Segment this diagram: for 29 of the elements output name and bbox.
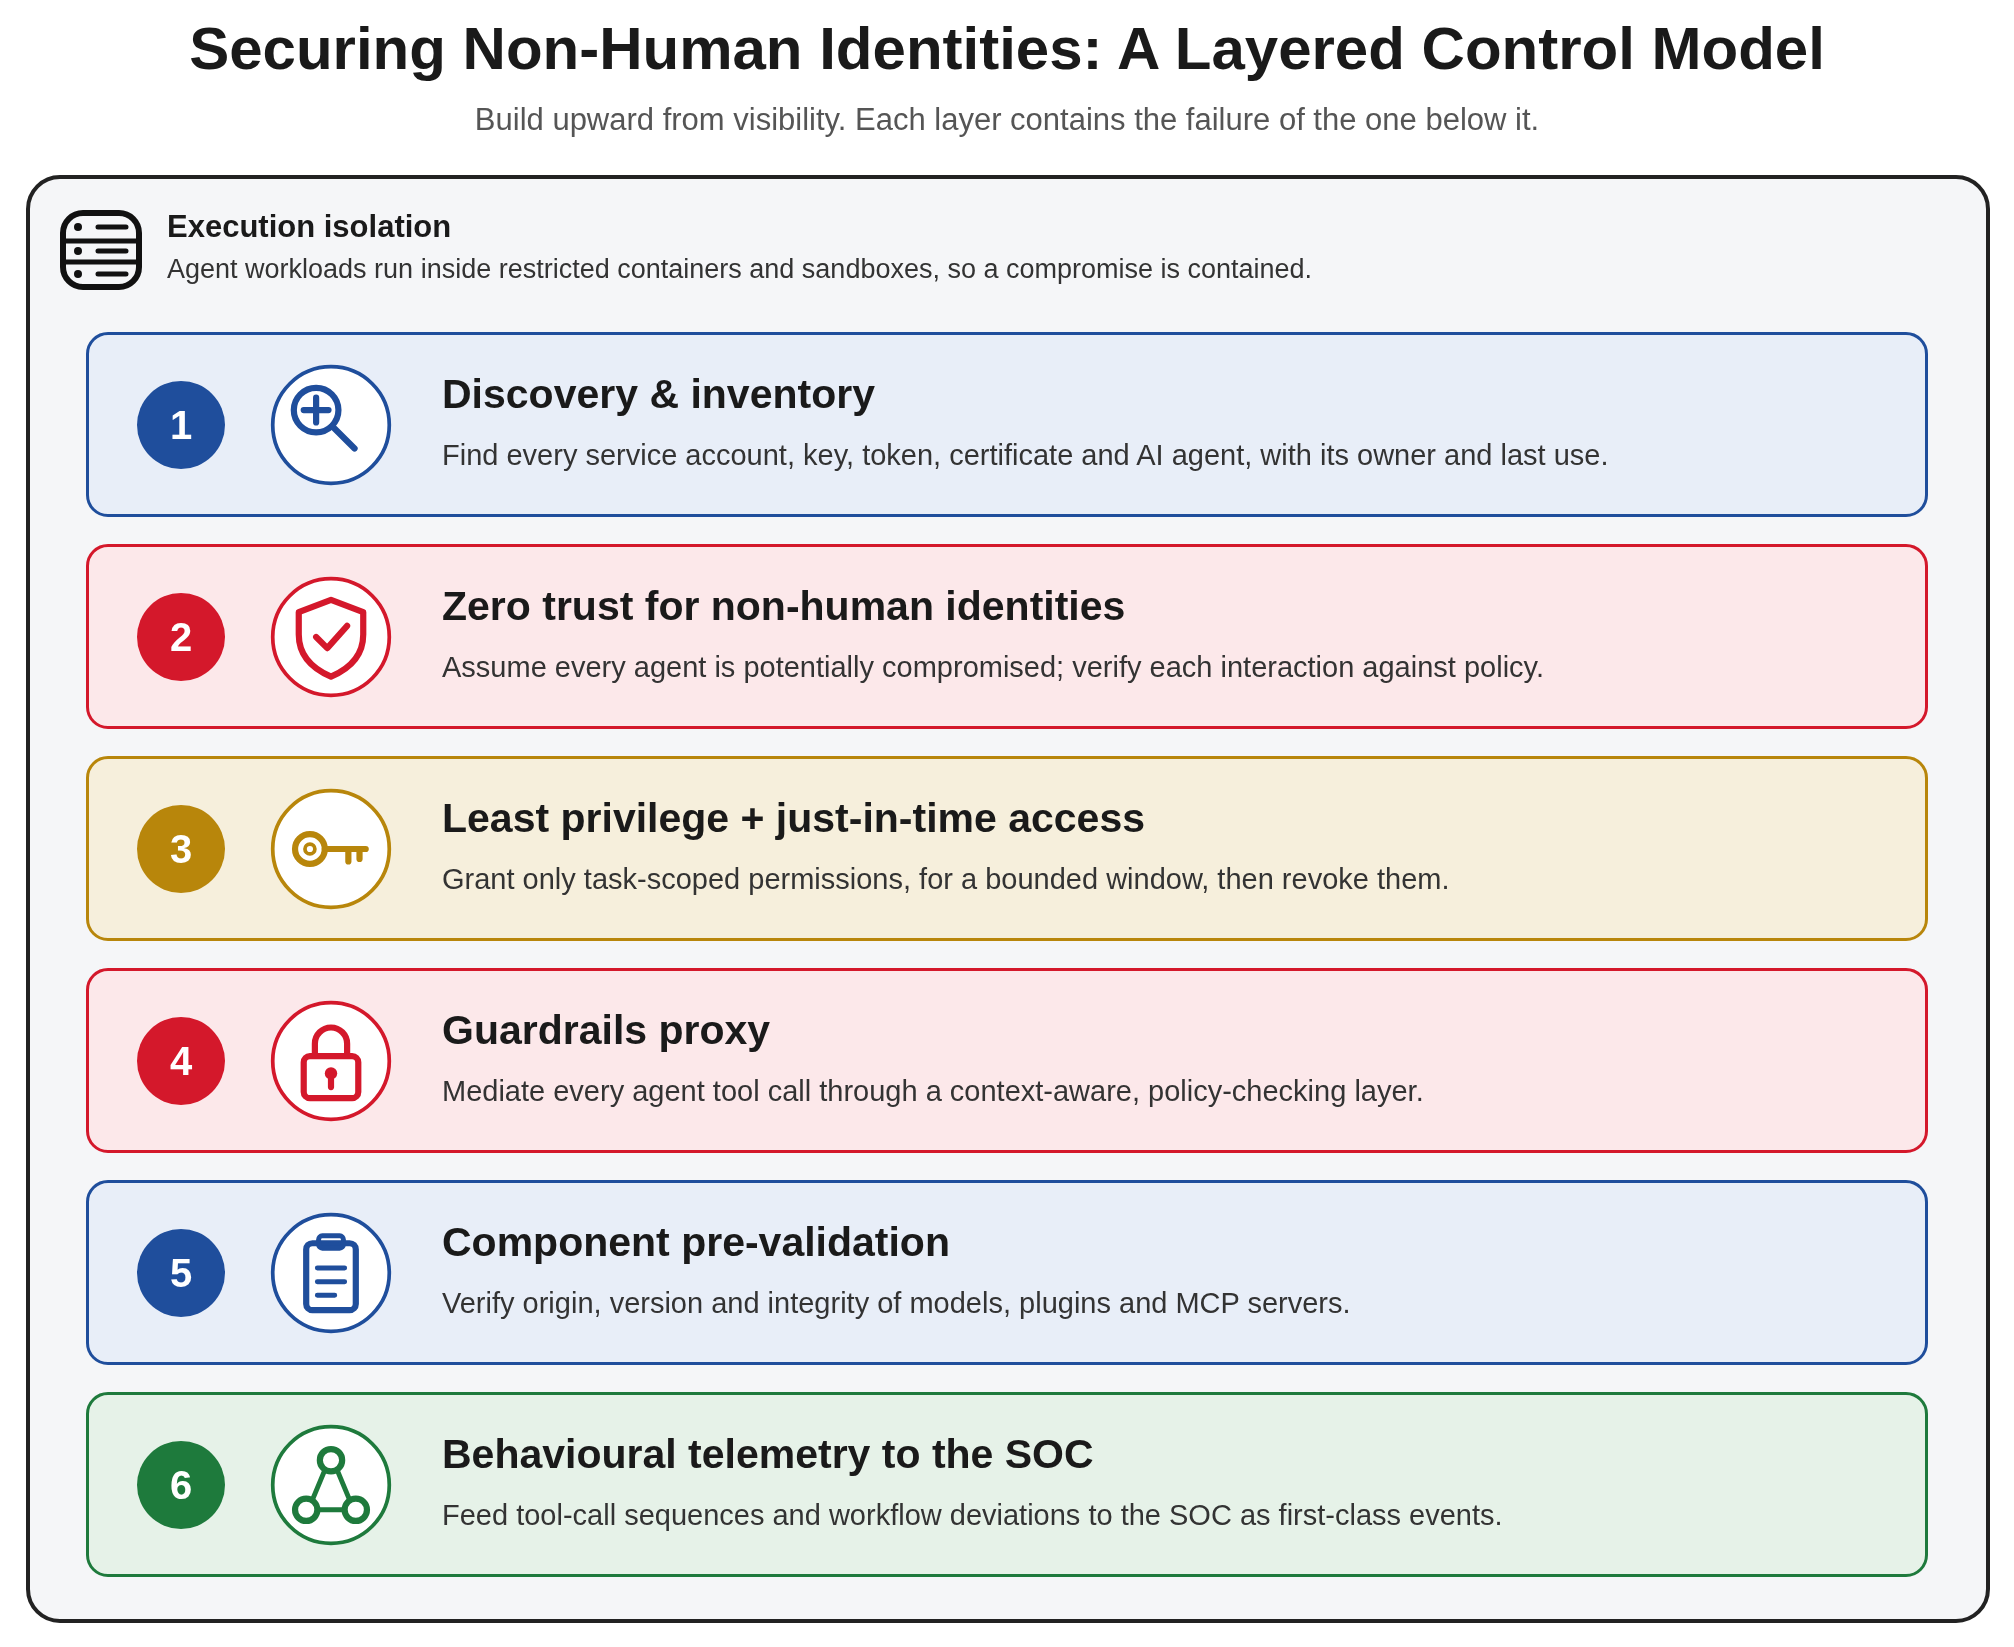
layer-description: Verify origin, version and integrity of models, plugins and MCP servers. [442, 1287, 1351, 1320]
number-badge: 5 [137, 1229, 225, 1317]
layer-title: Component pre-validation [442, 1219, 950, 1266]
number-badge: 4 [137, 1017, 225, 1105]
section-description: Agent workloads run inside restricted containers and sandboxes, so a compromise is contained. [167, 254, 1313, 285]
layer-description: Feed tool-call sequences and workflow deviations to the SOC as first-class events. [442, 1499, 1503, 1532]
number-badge: 2 [137, 593, 225, 681]
layer-card [86, 1180, 1928, 1365]
layer-description: Find every service account, key, token, certificate and AI agent, with its owner and last use. [442, 439, 1609, 472]
layer-title: Least privilege + just-in-time access [442, 795, 1145, 842]
layer-title: Discovery & inventory [442, 371, 875, 418]
number-badge: 1 [137, 381, 225, 469]
number-badge: 6 [137, 1441, 225, 1529]
layer-card [86, 544, 1928, 729]
layer-card [86, 968, 1928, 1153]
diagram-title: Securing Non-Human Identities: A Layered Control Model [188, 14, 1826, 83]
layer-card [86, 332, 1928, 517]
layer-description: Assume every agent is potentially compromised; verify each interaction against policy. [442, 651, 1544, 684]
outer-panel [26, 175, 1990, 1623]
layer-card [86, 756, 1928, 941]
layer-description: Grant only task-scoped permissions, for a bounded window, then revoke them. [442, 863, 1450, 896]
number-badge: 3 [137, 805, 225, 893]
layer-title: Guardrails proxy [442, 1007, 771, 1054]
layer-title: Behavioural telemetry to the SOC [442, 1431, 1094, 1478]
layer-card [86, 1392, 1928, 1577]
layer-description: Mediate every agent tool call through a context-aware, policy-checking layer. [442, 1075, 1424, 1108]
section-heading: Execution isolation [167, 209, 452, 245]
subtitle-text: Build upward from visibility. Each layer contains the failure of the one below it. [473, 102, 1541, 138]
layer-title: Zero trust for non-human identities [442, 583, 1126, 630]
